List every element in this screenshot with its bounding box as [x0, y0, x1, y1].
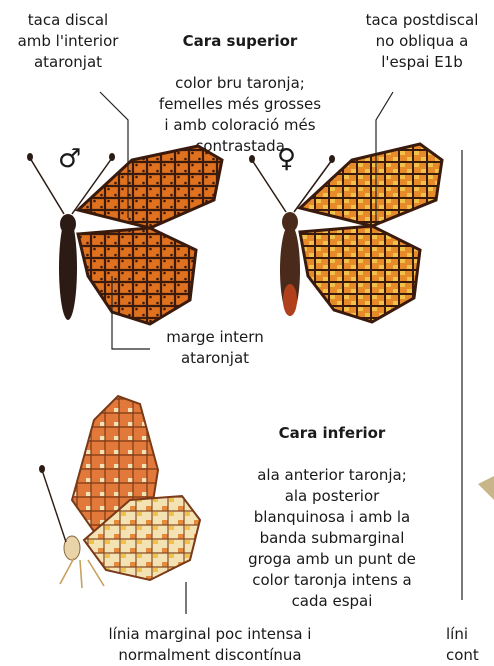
cut-off-illustration: [478, 476, 494, 500]
female-butterfly-illustration: [249, 144, 442, 322]
underside-butterfly-illustration: [39, 396, 200, 588]
male-butterfly-illustration: [27, 146, 222, 324]
